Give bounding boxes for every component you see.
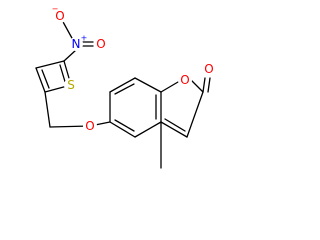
bond-nitro-o-minus-n: [61, 19, 74, 41]
bond-c3-c2-inner: [41, 69, 50, 89]
nitro-oxygen-atom: O −: [52, 5, 67, 23]
bond-c2-ch2: [44, 91, 51, 128]
bond-c3p-c4p-inner: [164, 118, 186, 132]
bond-o1-c2: [190, 79, 204, 93]
atom-labels: O − N + O S O O O: [52, 5, 216, 133]
bonds: [35, 19, 211, 169]
bond-b6-b1: [109, 121, 136, 138]
ring-oxygen-label: O: [180, 73, 189, 87]
ring-oxygen-atom: O: [178, 73, 192, 87]
bond-c3-c2: [35, 67, 46, 93]
ether-oxygen-label: O: [85, 119, 94, 133]
bond-n-c5: [63, 49, 77, 62]
bond-c2-co: [202, 77, 206, 93]
nitro-oxygen-label: O: [55, 9, 64, 23]
bond-c2-c3p: [186, 91, 204, 138]
ether-oxygen-atom: O: [83, 119, 97, 133]
nitro-oxygen-charge: −: [52, 5, 59, 14]
nitro-double-oxygen-atom: O: [94, 37, 108, 51]
thiophene-sulfur-atom: S: [64, 78, 78, 92]
carbonyl-oxygen-atom: O: [202, 62, 216, 76]
nitro-nitrogen-charge: +: [81, 34, 88, 43]
bond-c3p-c4p: [160, 121, 188, 138]
bond-c2-co-2: [207, 77, 211, 93]
bond-b5-b6: [134, 121, 162, 138]
nitro-double-oxygen-label: O: [96, 37, 105, 51]
bond-c2-s: [35, 60, 65, 69]
nitro-nitrogen-label: N: [72, 37, 81, 51]
carbonyl-oxygen-label: O: [204, 62, 213, 76]
bond-b2-b3-inner: [114, 83, 135, 95]
molecule-structure-diagram: O − N + O S O O O: [35, 4, 216, 169]
bond-b2-b3: [109, 77, 136, 93]
bond-b6-b1-inner: [114, 119, 135, 132]
thiophene-sulfur-label: S: [67, 78, 75, 92]
bond-b4-o1: [160, 81, 179, 93]
nitro-nitrogen-atom: N +: [69, 34, 88, 51]
bond-b3-b4: [134, 77, 162, 93]
